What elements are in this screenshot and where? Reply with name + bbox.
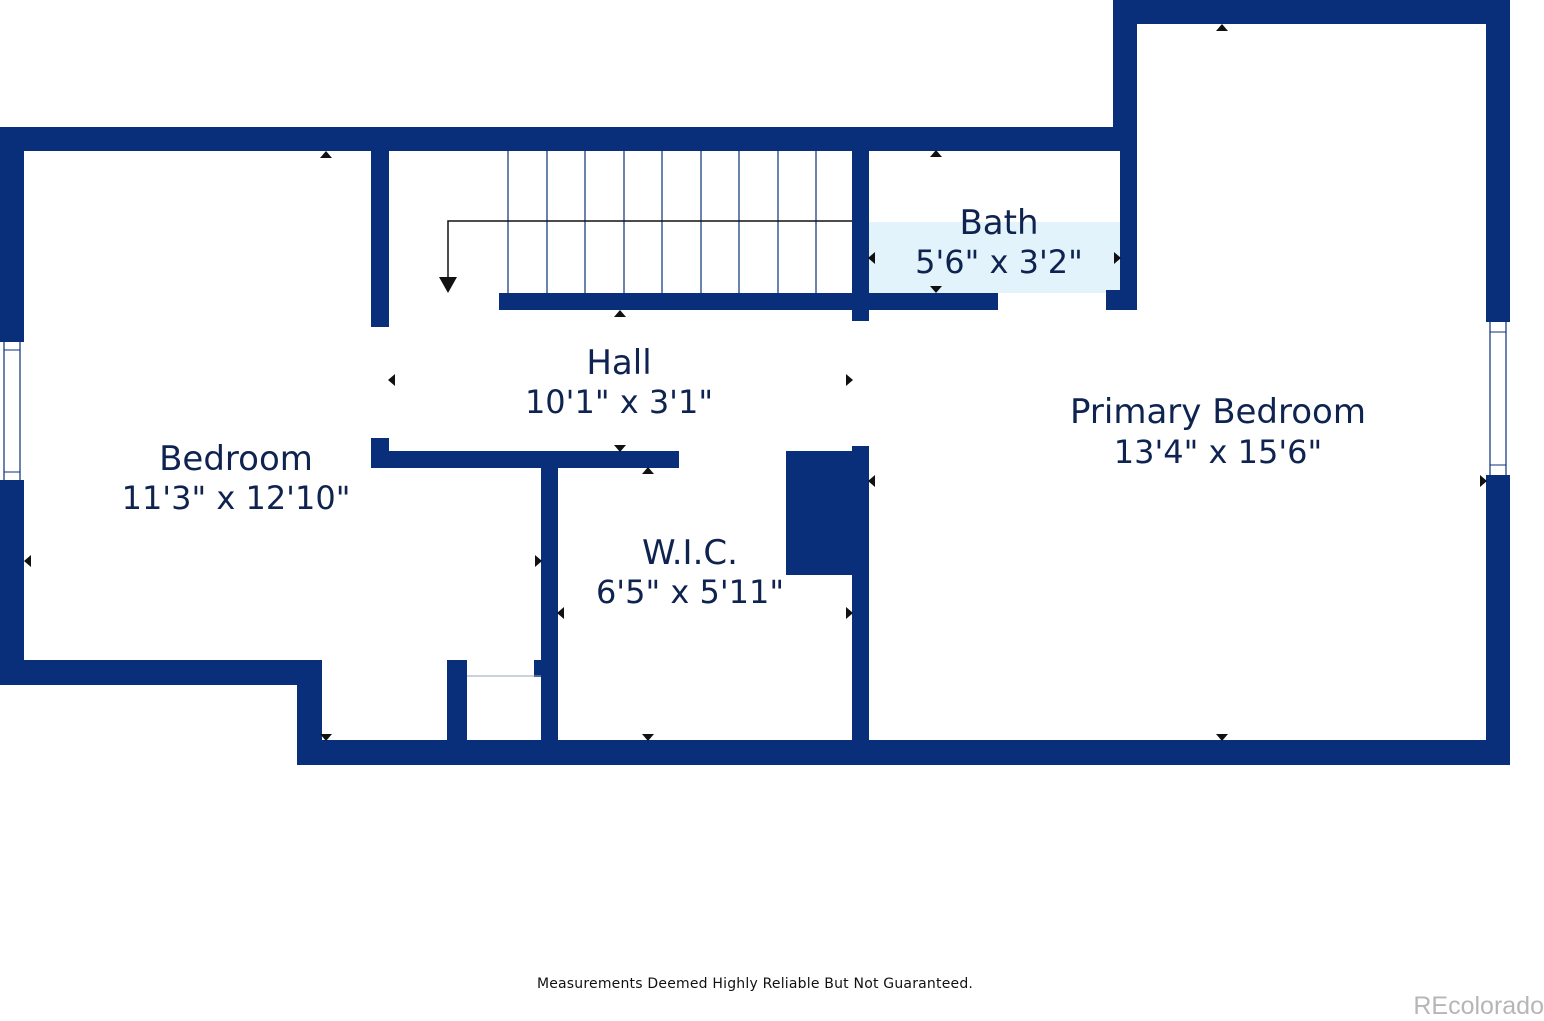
dimension-arrowhead bbox=[868, 475, 875, 487]
dimension-arrowhead bbox=[868, 252, 875, 264]
wic-name: W.I.C. bbox=[642, 533, 738, 573]
dimension-arrowhead bbox=[846, 607, 853, 619]
bath-highlight bbox=[868, 222, 1120, 293]
dimension-arrowhead bbox=[1216, 734, 1228, 741]
dimension-arrowhead bbox=[320, 734, 332, 741]
dimension-arrowhead bbox=[1114, 252, 1121, 264]
dimension-arrowhead bbox=[24, 555, 31, 567]
dimension-arrowhead bbox=[388, 374, 395, 386]
bedroom-dims: 11'3" x 12'10" bbox=[122, 479, 351, 517]
dimension-arrowhead bbox=[930, 150, 942, 157]
dimension-arrowhead bbox=[846, 374, 853, 386]
window-left bbox=[0, 342, 24, 480]
stair-arrow bbox=[439, 220, 852, 293]
dimension-arrowhead bbox=[1216, 24, 1228, 31]
primary-bedroom-dims: 13'4" x 15'6" bbox=[1114, 433, 1322, 471]
dimension-arrowhead bbox=[642, 734, 654, 741]
dimension-arrowhead bbox=[1480, 475, 1487, 487]
walls bbox=[0, 0, 1510, 765]
dimension-arrowhead bbox=[614, 310, 626, 317]
dimension-markers bbox=[24, 24, 1487, 741]
bedroom-name: Bedroom bbox=[159, 439, 313, 479]
hall-dims: 10'1" x 3'1" bbox=[525, 383, 713, 421]
recolorado-watermark: REcolorado bbox=[1413, 992, 1544, 1020]
wic-dims: 6'5" x 5'11" bbox=[596, 573, 784, 611]
measurement-disclaimer: Measurements Deemed Highly Reliable But … bbox=[536, 976, 974, 992]
dimension-arrowhead bbox=[320, 151, 332, 158]
dimension-arrowhead bbox=[614, 445, 626, 452]
window-right bbox=[1486, 322, 1510, 475]
primary-bedroom-name: Primary Bedroom bbox=[1070, 392, 1366, 432]
hall-name: Hall bbox=[586, 343, 651, 383]
staircase bbox=[507, 151, 817, 293]
dimension-arrowhead bbox=[642, 467, 654, 474]
bath-name: Bath bbox=[959, 203, 1038, 243]
dimension-arrowhead bbox=[930, 286, 942, 293]
dimension-arrowhead bbox=[557, 607, 564, 619]
dimension-arrowhead bbox=[535, 555, 542, 567]
bath-dims: 5'6" x 3'2" bbox=[915, 243, 1083, 281]
